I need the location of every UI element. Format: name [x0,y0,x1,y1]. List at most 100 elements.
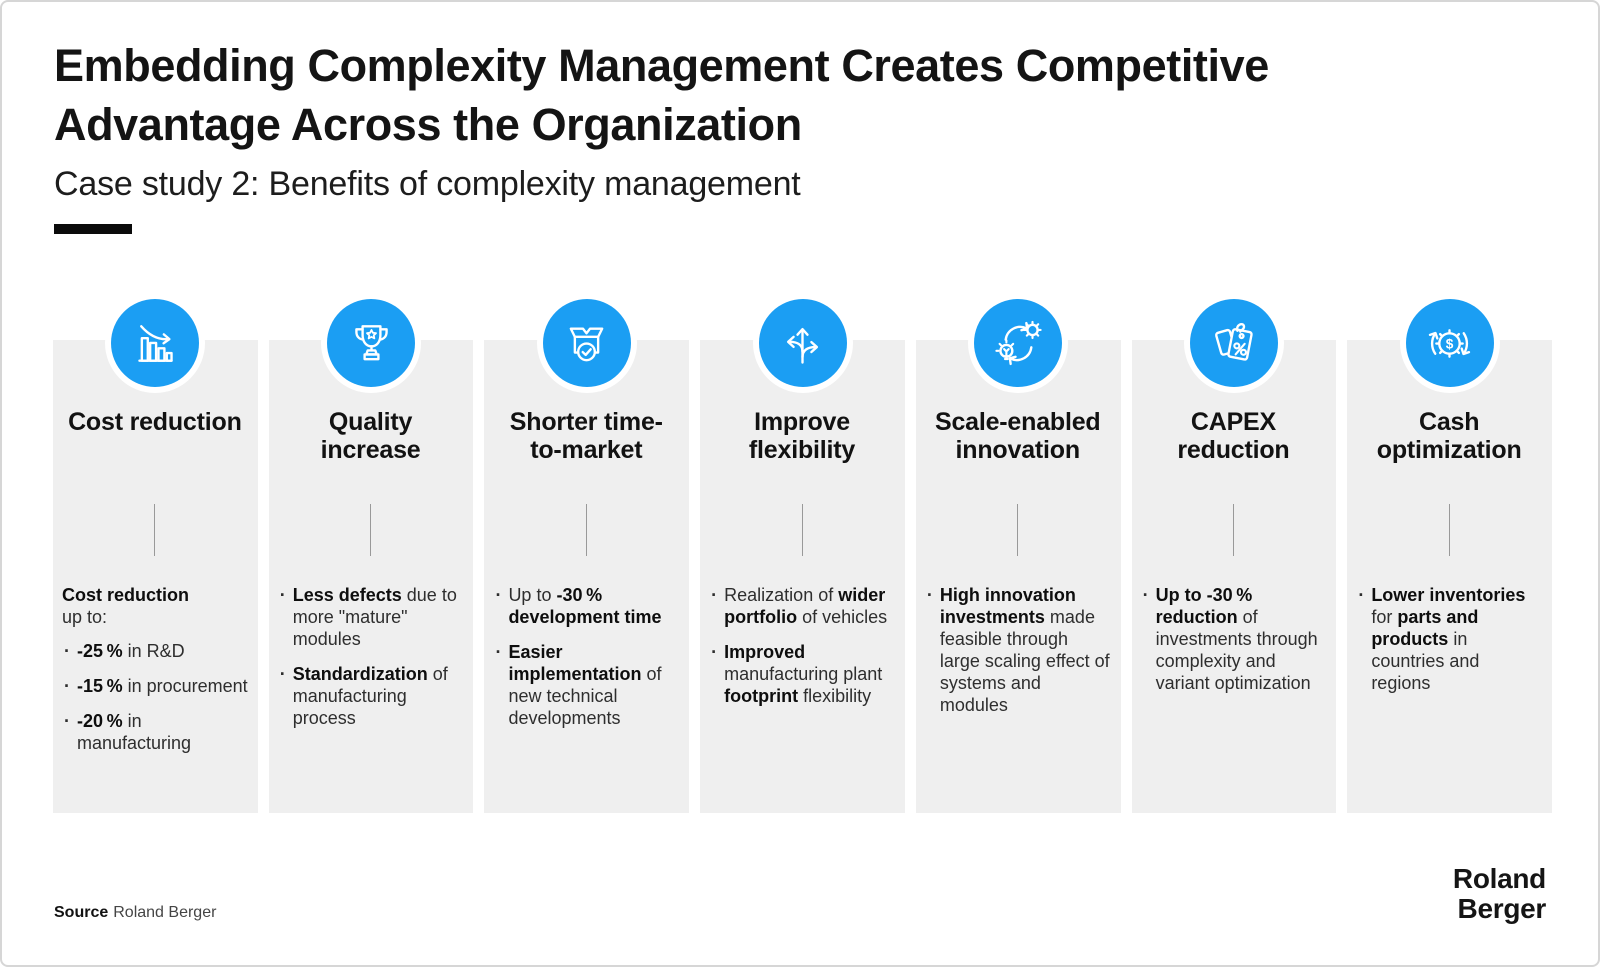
plain-text: of manufacturing process [292,664,448,728]
plain-text: for [1371,607,1398,627]
column-body: High innovation investments made feasibl… [925,584,1111,716]
bullet-item: Realization of wider portfolio of vehicl… [709,584,895,628]
icon-circle [542,299,631,387]
column-title: Scale-enabled innovation [934,408,1101,464]
page-title: Embedding Complexity Management Creates … [54,36,1269,154]
benefit-column: CAPEX reduction Up to -30 % reduction of … [1131,293,1337,813]
column-body: Lower inventories for parts and products… [1356,584,1542,694]
header: Embedding Complexity Management Creates … [54,36,1269,234]
plain-text: of new technical developments [508,664,662,728]
emphasis-text: -25 % [77,641,123,661]
column-title: Cost reduction [68,408,242,436]
bullet-item: Improved manufacturing plant footprint f… [709,641,895,707]
emphasis-text: Improved [724,642,806,662]
page-subtitle: Case study 2: Benefits of complexity man… [54,165,801,203]
emphasis-text: footprint [724,686,799,706]
icon-circle: $ [1405,299,1494,387]
bullet-item: Less defects due to more "mature" module… [278,584,464,650]
plain-text: in countries and regions [1371,629,1480,693]
column-body: Less defects due to more "mature" module… [278,584,464,729]
emphasis-text: High innovation investments [939,585,1076,627]
cash-gear-icon: $ [1399,293,1500,393]
plain-text: flexibility [798,686,872,706]
bullet-list: Realization of wider portfolio of vehicl… [709,584,895,707]
plain-text: manufacturing plant [724,664,883,684]
divider-line [585,504,587,556]
divider-line [154,504,156,556]
column-title: Improve flexibility [748,408,856,464]
column-title: CAPEX reduction [1177,408,1290,464]
emphasis-text: Lower inventories [1371,585,1526,605]
emphasis-text: Standardization [292,664,428,684]
plain-text: of vehicles [797,607,888,627]
bullet-list: Up to -30 % development timeEasier imple… [493,584,679,729]
benefit-column: $Cash optimizationLower inventories for … [1347,293,1553,813]
benefit-column: Shorter time-to-market Up to -30 % develo… [484,293,690,813]
bullet-item: High innovation investments made feasibl… [925,584,1111,716]
bullet-list: Less defects due to more "mature" module… [278,584,464,729]
branching-arrows-icon [752,293,853,393]
source-label: Source [54,904,109,921]
column-title: Quality increase [320,408,421,464]
box-check-icon [536,293,637,393]
column-title: Cash optimization [1376,408,1522,464]
divider-line [1232,504,1234,556]
emphasis-text: wider portfolio [724,585,886,627]
icon-circle [1189,299,1278,387]
emphasis-text: Up to -30 % reduction [1155,585,1253,627]
plain-text: up to: [62,607,108,627]
plain-text: due to more "mature" modules [292,585,457,649]
page-title-line2: Advantage Across the Organization [54,99,802,150]
divider-line [1017,504,1019,556]
emphasis-text: -30 % development time [508,585,662,627]
plain-text: made feasible through large scaling effe… [939,607,1110,715]
innovation-cycle-icon [968,293,1069,393]
icon-circle [111,299,200,387]
bullet-list: -25 % in R&D-15 % in procurement-20 % in… [62,640,248,754]
bullet-item: Up to -30 % reduction of investments thr… [1141,584,1327,694]
plain-text: in manufacturing [77,711,192,753]
column-title: Shorter time-to-market [509,408,663,464]
emphasis-text: -20 % [77,711,123,731]
plain-text: in procurement [122,676,248,696]
benefit-column: Improve flexibilityRealization of wider … [700,293,905,813]
bullet-list: High innovation investments made feasibl… [925,584,1111,716]
icon-circle [327,299,416,387]
divider-line [370,504,372,556]
column-body: Up to -30 % reduction of investments thr… [1141,584,1327,694]
plain-text: Realization of [724,585,839,605]
trophy-icon [321,293,422,393]
emphasis-text: Less defects [292,585,402,605]
plain-text: in R&D [122,641,185,661]
price-tags-icon [1183,293,1284,393]
bullet-item: Standardization of manufacturing process [278,663,464,729]
svg-text:$: $ [1446,336,1454,351]
divider-line [801,504,803,556]
page-title-line1: Embedding Complexity Management Creates … [54,40,1269,91]
logo-line1: Roland [1452,863,1546,894]
icon-circle [758,299,847,387]
icon-circle [974,299,1063,387]
benefit-column: Quality increaseLess defects due to more… [268,293,474,813]
benefit-panel: Quality increaseLess defects due to more… [268,340,474,813]
roland-berger-logo: Roland Berger [1453,864,1546,924]
bullet-list: Lower inventories for parts and products… [1356,584,1542,694]
benefit-panel: Scale-enabled innovationHigh innovation … [915,340,1121,813]
column-body: Up to -30 % development timeEasier imple… [493,584,679,729]
emphasis-text: parts and products [1371,607,1479,649]
bullet-item: -25 % in R&D [62,640,248,662]
benefit-panel: Shorter time-to-market Up to -30 % develo… [484,340,690,813]
benefit-panel: Cash optimizationLower inventories for p… [1347,340,1553,813]
bullet-list: Up to -30 % reduction of investments thr… [1141,584,1327,694]
plain-text: of investments through complexity and va… [1155,607,1318,693]
divider-line [1448,504,1450,556]
emphasis-text: Cost reduction [62,585,190,605]
plain-text: Up to [508,585,557,605]
